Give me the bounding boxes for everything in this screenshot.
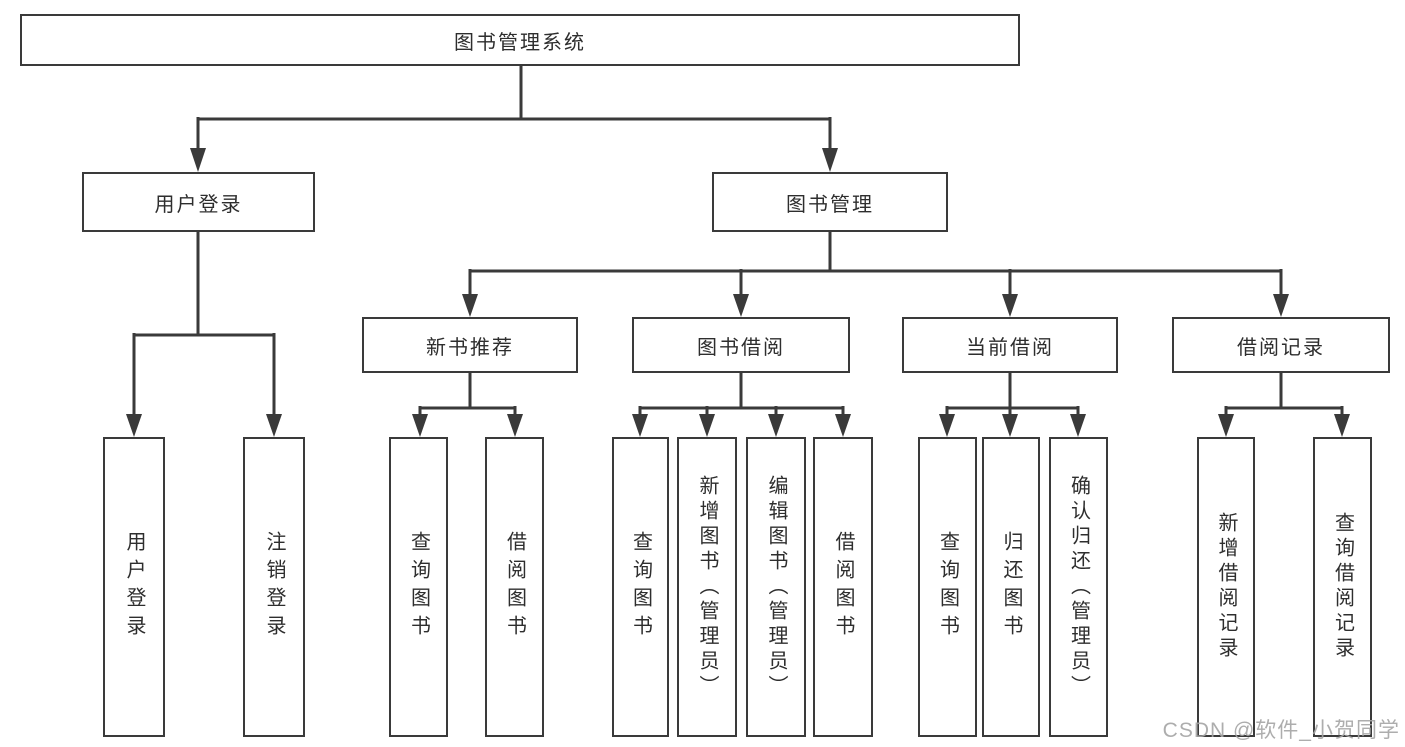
node-query-books-recommend-label: 查询图书 (407, 531, 430, 643)
node-add-book-admin-label: 新增图书（管理员） (696, 474, 718, 700)
arrowhead (939, 414, 955, 437)
connector-new-book-recommend-to-leaves (418, 373, 517, 416)
arrowhead (507, 414, 523, 437)
node-borrow-records: 借阅记录 (1172, 317, 1390, 373)
arrowhead (412, 414, 428, 437)
node-book-borrow-label: 图书借阅 (697, 336, 785, 359)
watermark: CSDN @软件_小贺同学 (1162, 719, 1400, 742)
node-add-borrow-record-label: 新增借阅记录 (1215, 512, 1237, 662)
arrowhead (126, 414, 142, 437)
node-borrow-books-recommend-label: 借阅图书 (503, 531, 526, 643)
arrowhead (462, 294, 478, 317)
node-logout-leaf-label: 注销登录 (263, 531, 285, 643)
arrowhead (632, 414, 648, 437)
connector-current-borrow-to-leaves (945, 373, 1080, 416)
node-return-books: 归还图书 (982, 437, 1040, 737)
connector-root-to-level1 (196, 66, 832, 150)
node-confirm-return-admin: 确认归还（管理员） (1049, 437, 1108, 737)
arrowhead (822, 148, 838, 172)
node-confirm-return-admin-label: 确认归还（管理员） (1067, 474, 1090, 700)
node-logout-leaf: 注销登录 (243, 437, 305, 737)
node-user-login-label: 用户登录 (154, 193, 243, 216)
node-borrow-records-label: 借阅记录 (1237, 336, 1325, 359)
node-borrow-books-leaf-label: 借阅图书 (832, 531, 854, 643)
node-query-borrow-record: 查询借阅记录 (1313, 437, 1372, 737)
node-user-login-leaf-label: 用户登录 (123, 531, 145, 643)
node-query-books-borrow-label: 查询图书 (629, 531, 652, 643)
node-user-login-leaf: 用户登录 (103, 437, 165, 737)
arrowhead (1002, 294, 1018, 317)
node-query-borrow-record-label: 查询借阅记录 (1331, 512, 1354, 662)
node-add-book-admin: 新增图书（管理员） (677, 437, 737, 737)
connector-borrow-records-to-leaves (1224, 373, 1344, 416)
node-return-books-label: 归还图书 (1000, 531, 1022, 643)
node-borrow-books-recommend: 借阅图书 (485, 437, 544, 737)
node-edit-book-admin-label: 编辑图书（管理员） (765, 474, 787, 700)
arrowhead (1070, 414, 1086, 437)
node-edit-book-admin: 编辑图书（管理员） (746, 437, 806, 737)
arrowhead (733, 294, 749, 317)
arrowhead (1218, 414, 1234, 437)
node-query-books-recommend: 查询图书 (389, 437, 448, 737)
connector-book-management-to-level2 (468, 232, 1283, 296)
node-new-book-recommend-label: 新书推荐 (426, 336, 514, 359)
node-library-system: 图书管理系统 (20, 14, 1020, 66)
arrowhead (835, 414, 851, 437)
node-book-management: 图书管理 (712, 172, 948, 232)
arrowhead (266, 414, 282, 437)
connector-book-borrow-to-leaves (638, 373, 845, 416)
node-user-login: 用户登录 (82, 172, 315, 232)
arrowhead (1002, 414, 1018, 437)
node-book-management-label: 图书管理 (786, 193, 874, 216)
node-query-books-borrow: 查询图书 (612, 437, 669, 737)
node-book-borrow: 图书借阅 (632, 317, 850, 373)
arrowhead (699, 414, 715, 437)
node-current-borrow: 当前借阅 (902, 317, 1118, 373)
arrowhead (190, 148, 206, 172)
arrowhead (1334, 414, 1350, 437)
node-query-books-current-label: 查询图书 (936, 531, 959, 643)
arrowhead (1273, 294, 1289, 317)
node-borrow-books-leaf: 借阅图书 (813, 437, 873, 737)
node-current-borrow-label: 当前借阅 (966, 336, 1054, 359)
node-query-books-current: 查询图书 (918, 437, 977, 737)
node-new-book-recommend: 新书推荐 (362, 317, 578, 373)
node-library-system-label: 图书管理系统 (454, 31, 586, 54)
connector-user-login-to-leaves (132, 232, 276, 416)
arrowhead (768, 414, 784, 437)
node-add-borrow-record: 新增借阅记录 (1197, 437, 1255, 737)
